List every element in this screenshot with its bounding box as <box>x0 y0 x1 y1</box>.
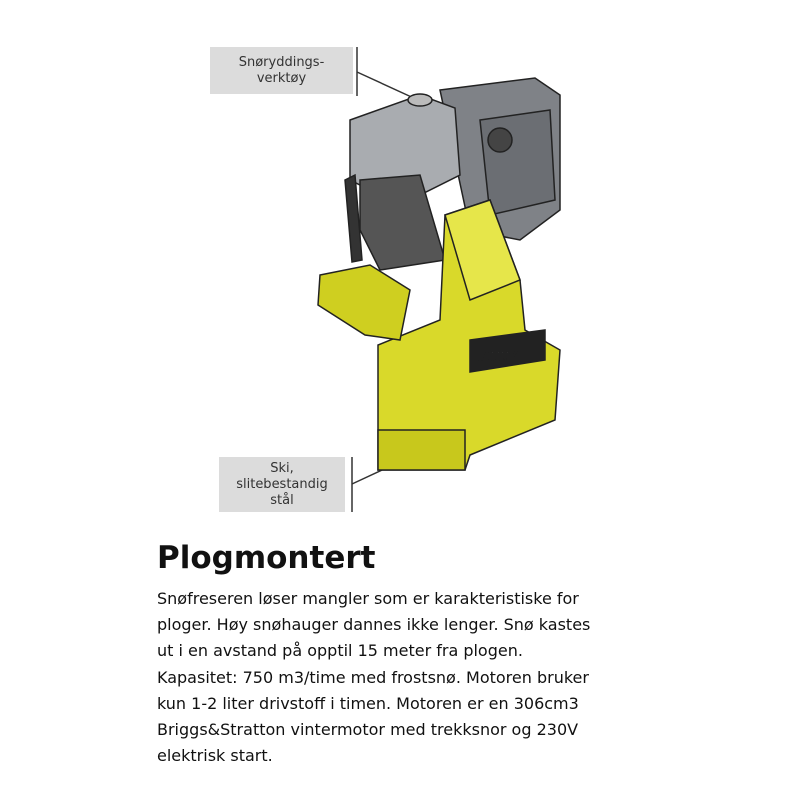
description-line: elektrisk start. <box>157 746 273 766</box>
callout-lines <box>351 47 419 512</box>
page-title: Plogmontert <box>157 540 376 576</box>
engine <box>344 77 561 271</box>
callout-ski-line: slitebestandig <box>236 476 328 492</box>
description-line: kun 1-2 liter drivstoff i timen. Motoren… <box>157 693 579 713</box>
description-line: ploger. Høy snøhauger dannes ikke lenger… <box>157 615 591 635</box>
callout-tool: Snøryddings- verktøy <box>210 47 353 94</box>
description-line: ut i en avstand på opptil 15 meter fra p… <box>157 641 523 661</box>
callout-ski: Ski, slitebestandig stål <box>219 457 345 512</box>
description-line: Snøfreseren løser mangler som er karakte… <box>157 589 579 608</box>
brand-text: RAMMY <box>476 350 517 363</box>
callout-tool-line: verktøy <box>256 70 307 86</box>
description: Snøfreseren løser mangler som er karakte… <box>157 586 607 769</box>
callout-tool-line: Snøryddings- <box>238 54 325 70</box>
chute-housing: RAMMY <box>317 199 561 471</box>
description-line: Briggs&Stratton vintermotor med trekksno… <box>157 720 579 740</box>
callout-ski-line: Ski, <box>270 460 294 476</box>
description-line: Kapasitet: 750 m3/time med frostsnø. Mot… <box>157 667 589 687</box>
callout-ski-line: stål <box>270 492 294 508</box>
